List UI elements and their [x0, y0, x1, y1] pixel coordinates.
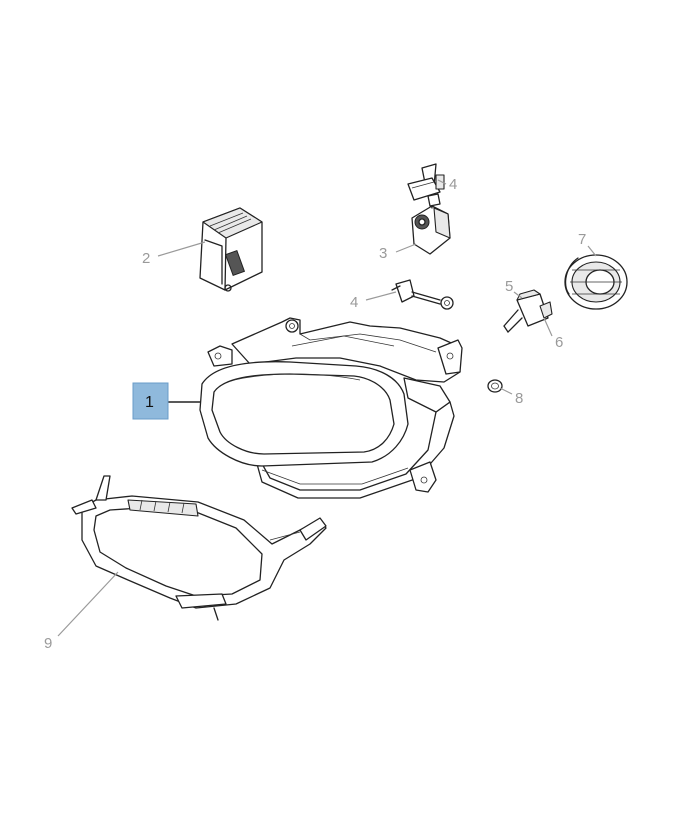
callout-5[interactable]: 5 — [505, 278, 513, 295]
leader-4a — [437, 179, 447, 185]
callout-1-highlight — [132, 382, 169, 420]
callout-1[interactable]: 1 — [145, 394, 154, 411]
hid-bulb[interactable] — [503, 289, 553, 333]
leveling-motor[interactable] — [411, 193, 451, 255]
callout-9[interactable]: 9 — [44, 635, 52, 652]
callout-4-top[interactable]: 4 — [449, 176, 457, 193]
callout-8[interactable]: 8 — [515, 390, 523, 407]
callout-2[interactable]: 2 — [142, 250, 150, 267]
leader-6 — [543, 317, 553, 337]
callout-4-middle[interactable]: 4 — [350, 294, 358, 311]
callout-3[interactable]: 3 — [379, 245, 387, 262]
ballast-module[interactable] — [199, 207, 263, 292]
leader-5 — [513, 291, 523, 299]
leader-9 — [57, 571, 119, 637]
leveling-sensor-top[interactable] — [407, 163, 445, 201]
leader-4b — [365, 291, 397, 301]
leader-8 — [499, 387, 513, 395]
grommet[interactable] — [487, 379, 503, 393]
leader-7 — [587, 245, 597, 257]
callout-6[interactable]: 6 — [555, 334, 563, 351]
leader-3 — [395, 243, 417, 253]
dust-cap[interactable] — [564, 254, 628, 310]
socket-harness[interactable] — [391, 279, 454, 310]
headlamp-assembly[interactable] — [199, 317, 463, 499]
callout-7[interactable]: 7 — [578, 231, 586, 248]
leader-2 — [157, 241, 206, 257]
headlamp-bezel[interactable] — [71, 475, 327, 621]
